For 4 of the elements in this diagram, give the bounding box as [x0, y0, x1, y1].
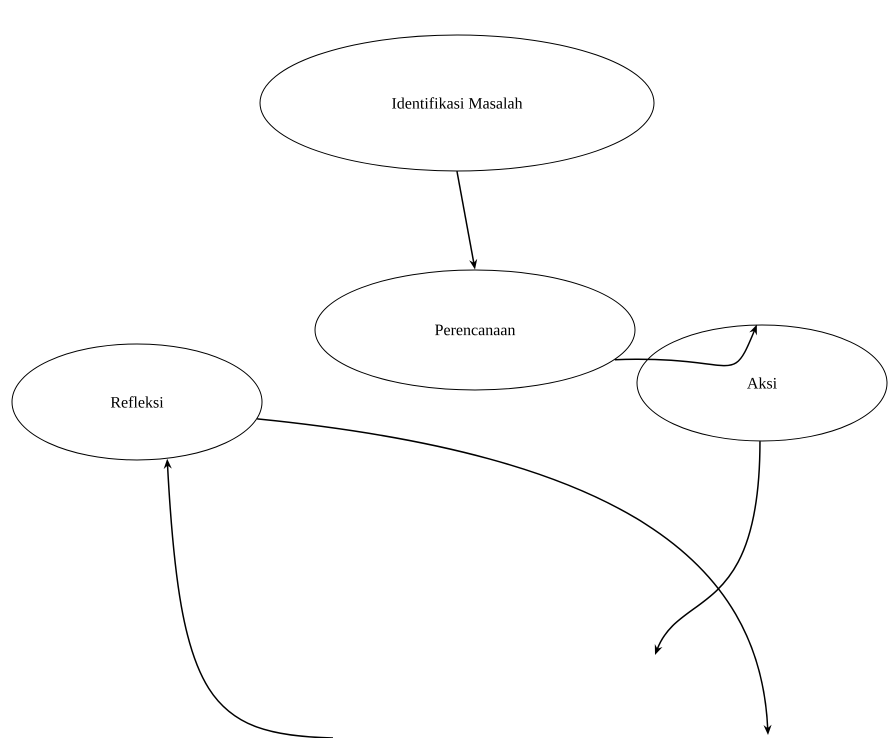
- ellipse-node: Aksi: [636, 324, 888, 442]
- ellipse-node: Perencanaan: [314, 270, 636, 390]
- ellipse-node: Refleksi: [12, 343, 262, 460]
- ellipse-node: Identifikasi Masalah: [260, 34, 654, 172]
